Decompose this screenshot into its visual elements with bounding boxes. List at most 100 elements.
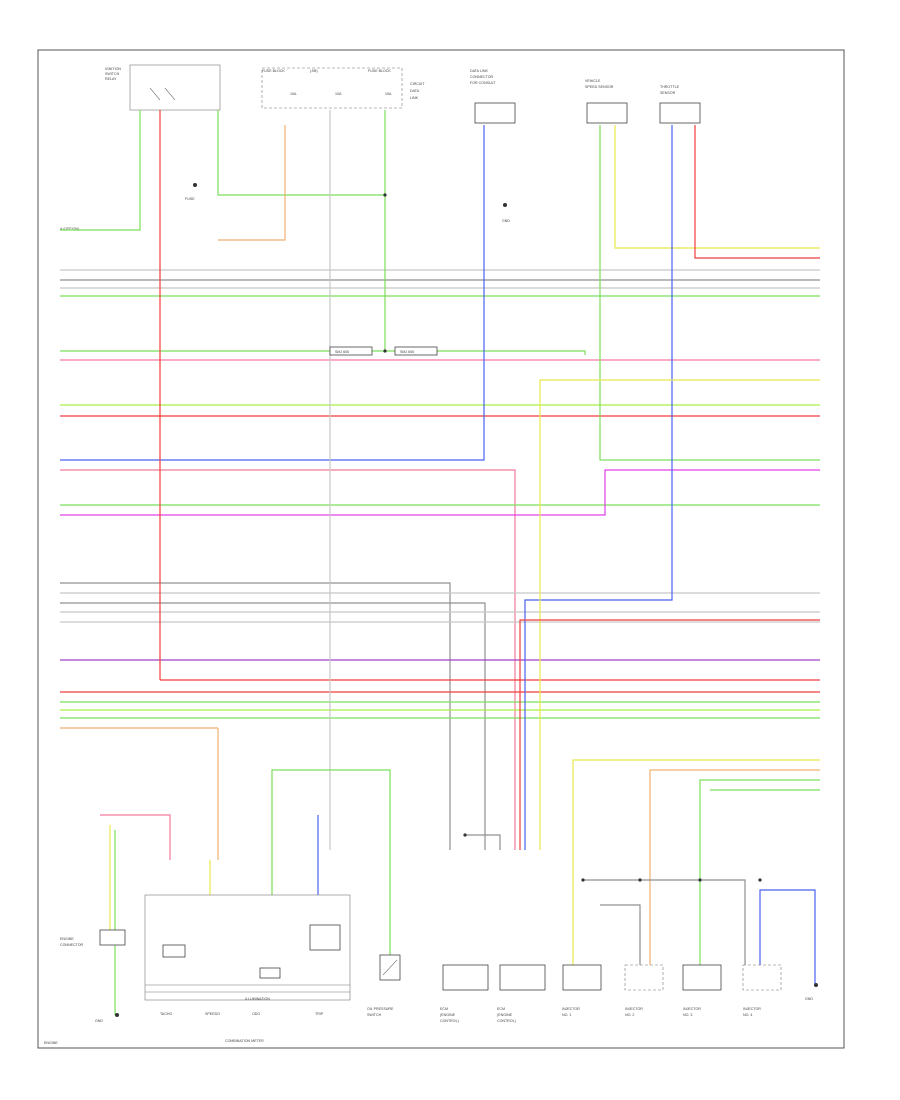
svg-text:OIL PRESSURE: OIL PRESSURE	[367, 1007, 394, 1011]
wire-trace	[519, 619, 820, 850]
dlc-connector: DATA LINK CONNECTOR FOR CONSULT	[470, 69, 516, 124]
splice-point	[383, 193, 387, 197]
injector-4: INJECTOR NO. 4	[742, 964, 782, 1017]
wire-trace	[217, 110, 385, 196]
splice-point	[383, 349, 387, 353]
svg-text:FUSE BLOCK: FUSE BLOCK	[368, 69, 391, 73]
svg-text:FUSE: FUSE	[185, 197, 195, 201]
wire-trace	[60, 110, 141, 231]
wire-trace	[599, 125, 820, 461]
wire-trace	[699, 779, 820, 965]
svg-text:SENSOR: SENSOR	[660, 91, 676, 95]
connector-tag: SMJ 606	[400, 350, 414, 354]
svg-text:NO. 4: NO. 4	[743, 1013, 752, 1017]
svg-text:SPEEDO: SPEEDO	[205, 1012, 220, 1016]
svg-text:10A: 10A	[290, 92, 297, 96]
splice-point	[758, 878, 762, 882]
wire-trace	[583, 879, 746, 965]
connector-tags: SMJ 606 SMJ 606	[329, 346, 438, 356]
footer-label: ENGINE	[44, 1041, 58, 1045]
throttle-sensor: THROTTLE SENSOR	[659, 85, 701, 124]
wire-trace	[539, 379, 820, 850]
svg-text:GND: GND	[805, 997, 813, 1001]
svg-text:RELAY: RELAY	[105, 77, 117, 81]
svg-text:NO. 2: NO. 2	[625, 1013, 634, 1017]
svg-text:THROTTLE: THROTTLE	[660, 85, 680, 89]
svg-text:VEHICLE: VEHICLE	[585, 79, 601, 83]
engine-connector: ENGINE CONNECTOR	[60, 929, 126, 947]
svg-text:(J/B): (J/B)	[310, 69, 318, 73]
svg-text:TACHO: TACHO	[160, 1012, 173, 1016]
fuse-block-top: FUSE BLOCK (J/B) FUSE BLOCK 10A 10A 10A CI…	[261, 67, 425, 109]
svg-text:ILLUMINATION: ILLUMINATION	[245, 997, 270, 1001]
svg-text:TRIP: TRIP	[315, 1012, 324, 1016]
svg-text:LINK: LINK	[410, 96, 419, 100]
svg-text:CIRCUIT: CIRCUIT	[410, 82, 425, 86]
svg-text:ODO: ODO	[252, 1012, 260, 1016]
svg-text:DATA LINK: DATA LINK	[470, 69, 488, 73]
svg-text:IGNITION: IGNITION	[105, 67, 121, 71]
combination-meter-label: COMBINATION METER	[225, 1039, 264, 1043]
svg-text:FOR CONSULT: FOR CONSULT	[470, 81, 496, 85]
wire-trace	[60, 582, 451, 850]
svg-text:ECM: ECM	[440, 1007, 448, 1011]
ground-point-icon	[115, 1013, 119, 1017]
svg-text:A (OFF/ON): A (OFF/ON)	[60, 227, 79, 231]
svg-text:CONTROL): CONTROL)	[497, 1019, 516, 1023]
ground-point-icon	[503, 203, 507, 207]
ground-point-icon	[193, 183, 197, 187]
svg-text:CONNECTOR: CONNECTOR	[470, 75, 493, 79]
splice-point	[698, 878, 702, 882]
wire-trace	[60, 602, 486, 850]
connector-tag: SMJ 606	[335, 350, 349, 354]
svg-text:INJECTOR: INJECTOR	[625, 1007, 643, 1011]
ecm-module-b: ECM (ENGINE CONTROL)	[497, 964, 546, 1023]
svg-text:NO. 1: NO. 1	[562, 1013, 571, 1017]
svg-text:INJECTOR: INJECTOR	[562, 1007, 580, 1011]
vehicle-speed-sensor: VEHICLE SPEED SENSOR	[585, 79, 628, 124]
wire-trace	[465, 834, 501, 850]
svg-text:FUSE BLOCK: FUSE BLOCK	[262, 69, 285, 73]
svg-text:ENGINE: ENGINE	[60, 937, 74, 941]
svg-text:GND: GND	[95, 1019, 103, 1023]
wire-trace	[614, 125, 820, 249]
svg-text:NO. 3: NO. 3	[683, 1013, 692, 1017]
wire-trace	[649, 769, 820, 965]
wire-trace	[100, 814, 171, 860]
svg-text:(ENGINE: (ENGINE	[497, 1013, 513, 1017]
wire-trace	[60, 125, 485, 461]
wire-trace	[572, 759, 820, 965]
svg-text:INJECTOR: INJECTOR	[683, 1007, 701, 1011]
injector-2: INJECTOR NO. 2	[624, 964, 664, 1017]
injector-1: INJECTOR NO. 1	[562, 964, 602, 1017]
wire-trace	[218, 125, 286, 241]
wire-trace	[271, 769, 391, 960]
wire-trace	[600, 904, 641, 965]
svg-text:CONTROL): CONTROL)	[440, 1019, 459, 1023]
svg-text:CONNECTOR: CONNECTOR	[60, 943, 83, 947]
svg-text:SWITCH: SWITCH	[105, 72, 120, 76]
svg-text:10A: 10A	[335, 92, 342, 96]
svg-text:SPEED SENSOR: SPEED SENSOR	[585, 85, 614, 89]
wire-trace	[694, 125, 820, 259]
injector-3: INJECTOR NO. 3	[682, 964, 722, 1017]
svg-text:INJECTOR: INJECTOR	[743, 1007, 761, 1011]
ground-point-icon	[814, 983, 818, 987]
wire-trace	[60, 469, 516, 850]
wire-traces	[60, 110, 820, 1015]
svg-text:SWITCH: SWITCH	[367, 1013, 382, 1017]
oil-pressure-switch: OIL PRESSURE SWITCH	[367, 954, 401, 1017]
splice-point	[638, 878, 642, 882]
wire-trace	[60, 469, 820, 516]
wire-trace	[759, 889, 816, 985]
svg-text:10A: 10A	[385, 92, 392, 96]
wire-trace	[524, 125, 673, 850]
combination-meter: ILLUMINATION COMBINATION METER TACHO SPEE…	[144, 894, 351, 1043]
svg-text:DATA: DATA	[410, 89, 420, 93]
svg-text:GND: GND	[502, 219, 510, 223]
svg-text:ECM: ECM	[497, 1007, 505, 1011]
diagram-frame	[37, 49, 845, 1049]
